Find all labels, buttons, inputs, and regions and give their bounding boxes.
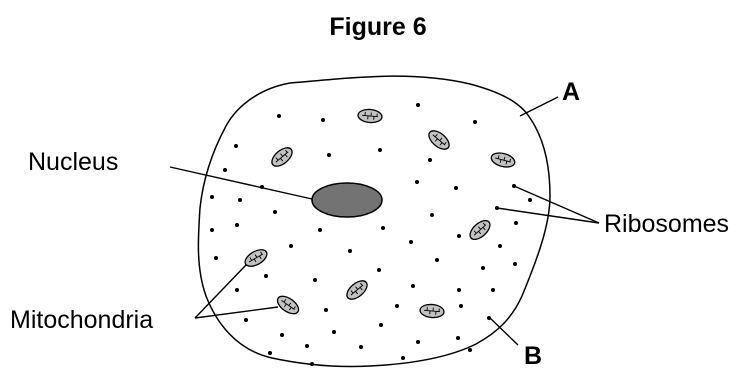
ribosome-dot [210, 195, 214, 199]
ribosome-dot [305, 344, 309, 348]
nucleus [312, 183, 382, 217]
ribosome-dot [313, 278, 317, 282]
ribosome-dot [277, 114, 281, 118]
ribosome-dot [264, 274, 268, 278]
ribosome-dot [457, 234, 461, 238]
ribosome-dot [395, 304, 399, 308]
ribosome-dot [401, 356, 405, 360]
ribosome-dot [430, 213, 434, 217]
label-a: A [562, 78, 580, 106]
ribosome-dot [238, 198, 242, 202]
ribosome-dot [473, 120, 477, 124]
ribosome-dot [210, 228, 214, 232]
ribosomes-label: Ribosomes [604, 210, 729, 238]
ribosome-dot [318, 228, 322, 232]
ribosome-dot [244, 318, 248, 322]
ribosome-dot [513, 262, 517, 266]
ribosome-dot [514, 221, 518, 225]
ribosome-dot [214, 256, 218, 260]
ribosome-dot [332, 330, 336, 334]
ribosome-dot [235, 288, 239, 292]
ribosome-dot [321, 118, 325, 122]
ribosome-dot [468, 348, 472, 352]
ribosome-dot [459, 304, 463, 308]
ribosome-dot [359, 345, 363, 349]
ribosome-dot [378, 148, 382, 152]
ribosome-dot [491, 288, 495, 292]
ribosome-dot [428, 158, 432, 162]
ribosome-dot [348, 249, 352, 253]
ribosome-dot [409, 240, 413, 244]
ribosome-dot [416, 103, 420, 107]
ribosome-dot [327, 153, 331, 157]
ribosome-dot [416, 340, 420, 344]
ribosome-dot [289, 244, 293, 248]
ribosome-dot [411, 284, 415, 288]
ribosome-dot [280, 333, 284, 337]
a-leader-line [520, 97, 558, 116]
ribosome-dot [381, 226, 385, 230]
figure-title: Figure 6 [329, 13, 426, 41]
ribosome-dot [457, 288, 461, 292]
ribosome-dot [454, 186, 458, 190]
ribosome-dot [234, 144, 238, 148]
ribosome-dot [324, 308, 328, 312]
ribosome-dot [528, 198, 532, 202]
nucleus-label: Nucleus [28, 148, 118, 176]
mitochondria-label: Mitochondria [10, 306, 153, 334]
ribosome-dot [415, 180, 419, 184]
ribosome-dot [435, 258, 439, 262]
ribosome-dot [235, 223, 239, 227]
ribosome-dot [481, 266, 485, 270]
ribosome-dot [223, 168, 227, 172]
ribosome-dot [377, 268, 381, 272]
label-b: B [524, 342, 542, 370]
ribosome-dot [268, 351, 272, 355]
ribosome-dot [379, 323, 383, 327]
ribosome-dot [456, 336, 460, 340]
ribosome-dot [498, 244, 502, 248]
ribosome-dot [273, 210, 277, 214]
ribosome-dot [310, 362, 314, 366]
